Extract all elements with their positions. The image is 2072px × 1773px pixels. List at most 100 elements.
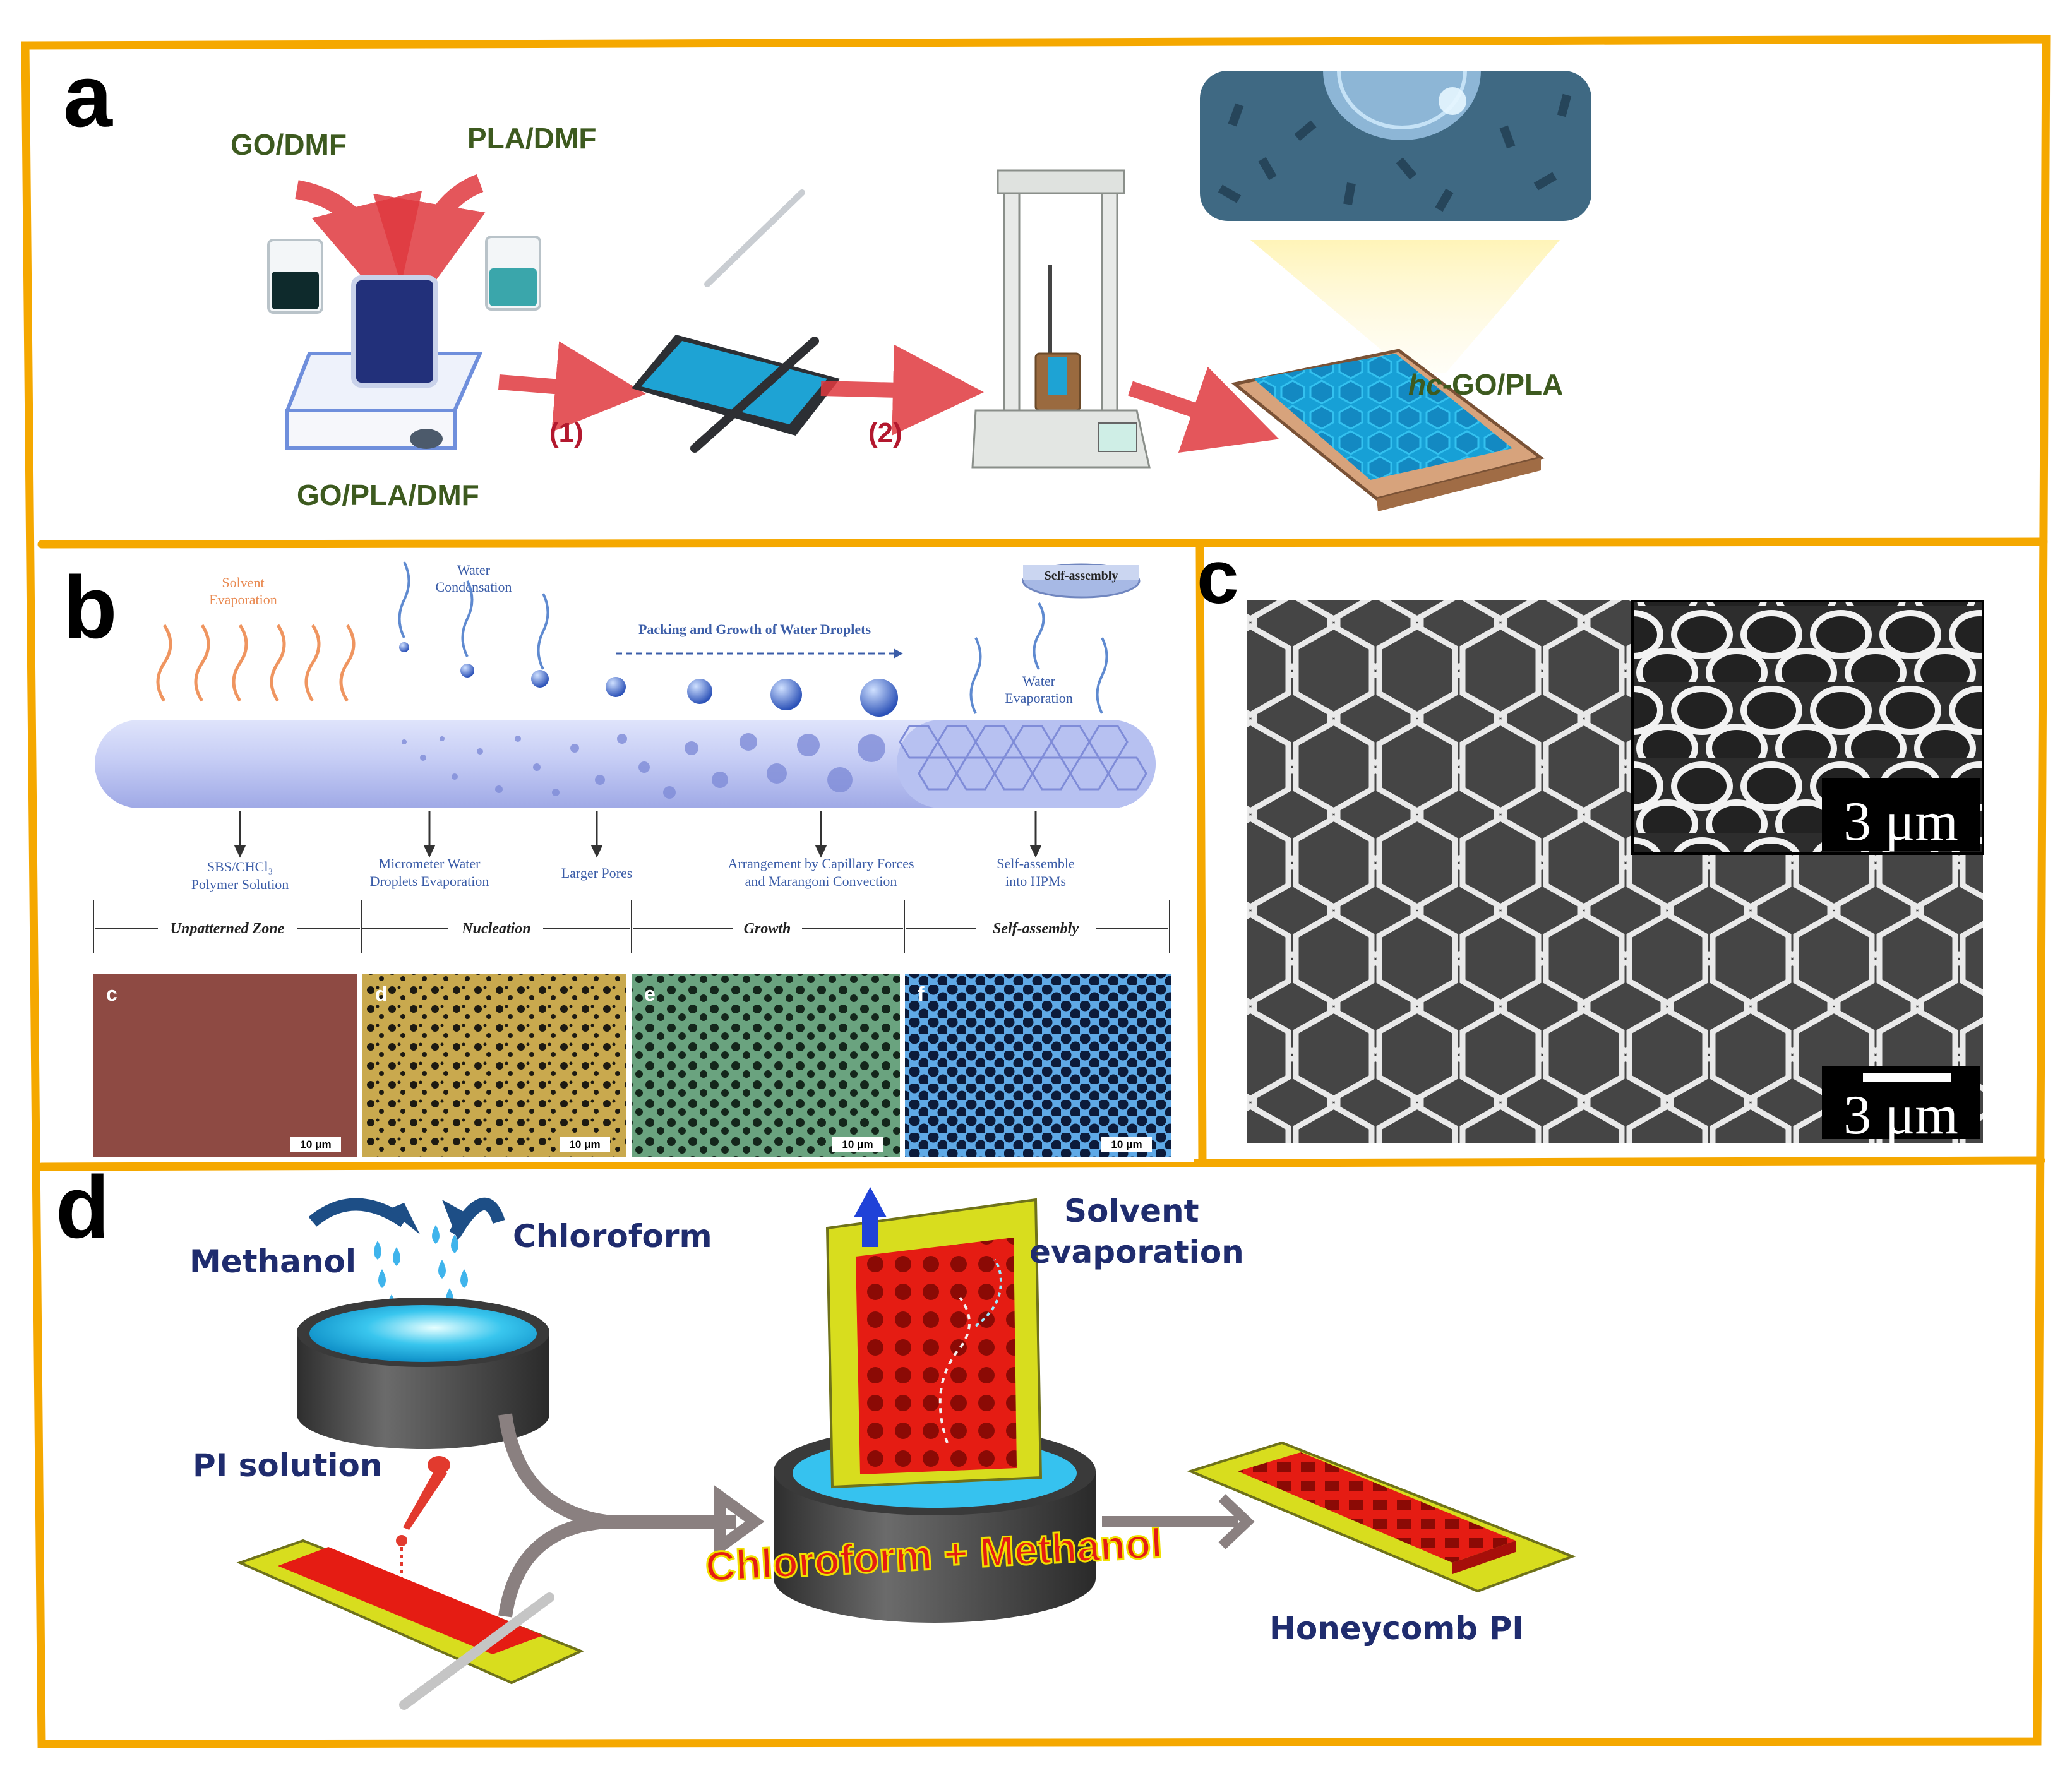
micrograph-c-scale: 10 μm	[300, 1138, 331, 1150]
zone-bar	[93, 900, 1170, 953]
droplet-1	[399, 642, 409, 652]
desc-4-line2: and Marangoni Convection	[745, 873, 897, 889]
desc-2-line2: Droplets Evaporation	[370, 873, 489, 889]
droplet-2	[460, 664, 474, 678]
figure-frame	[21, 35, 2051, 1748]
lifted-substrate	[825, 1198, 1043, 1489]
pla-dmf-label: PLA/DMF	[467, 122, 596, 155]
dip-coater	[971, 169, 1151, 469]
magnetic-stirrer	[284, 275, 483, 450]
pour-arrow-right	[373, 174, 486, 316]
droplet-3	[531, 670, 549, 688]
zone-nucleation: Nucleation	[461, 921, 530, 937]
water-cond-2: Condensation	[436, 579, 512, 595]
pipette	[396, 1456, 450, 1579]
go-dmf-label: GO/DMF	[231, 128, 347, 161]
droplet-6	[770, 679, 802, 710]
methanol-arrowhead	[388, 1203, 420, 1234]
pore-zoom-view	[1200, 70, 1591, 221]
water-evap-2: Evaporation	[1005, 690, 1073, 706]
inset-scale-label: 3 μm	[1843, 791, 1958, 852]
zone-unpatterned: Unpatterned Zone	[171, 921, 285, 937]
pi-solution-dish	[297, 1298, 549, 1449]
micrograph-d-scale: 10 μm	[569, 1138, 600, 1150]
self-assembly-top: Self-assembly	[1045, 569, 1118, 583]
go-dmf-beaker	[267, 239, 323, 314]
zone-growth: Growth	[744, 921, 791, 937]
panel-d-letter: d	[56, 1157, 110, 1257]
panel-c-letter: c	[1197, 535, 1239, 619]
desc-3-line1: Larger Pores	[561, 865, 633, 881]
condensation-wisps	[398, 561, 549, 670]
micrograph-f: f 10 μm	[905, 974, 1171, 1157]
self-assembly-dish	[1022, 563, 1141, 599]
honeycomb-pi-result	[1187, 1441, 1576, 1593]
methanol-arrow	[308, 1198, 408, 1227]
droplet-5	[687, 679, 712, 704]
micrograph-f-scale: 10 μm	[1111, 1138, 1142, 1150]
hc-suffix: -GO/PLA	[1442, 368, 1564, 401]
desc-1-line2: Polymer Solution	[191, 876, 289, 892]
micrograph-d: d 10 μm	[362, 974, 626, 1157]
solvent-evap-2: Evaporation	[209, 592, 277, 607]
water-evap-wisps	[969, 602, 1108, 714]
spin-substrate	[236, 1539, 585, 1710]
desc-5-line2: into HPMs	[1005, 873, 1066, 889]
step2-label: (2)	[868, 417, 902, 448]
pi-solution-label: PI solution	[193, 1447, 383, 1484]
micrograph-f-label: f	[918, 982, 925, 1005]
packing-label: Packing and Growth of Water Droplets	[638, 621, 871, 637]
micrograph-c: c 10 μm	[93, 974, 357, 1157]
step1-label: (1)	[549, 417, 584, 448]
hc-prefix: hc	[1408, 368, 1442, 401]
water-cond-1: Water	[457, 562, 491, 578]
step3-arrow	[1128, 366, 1279, 453]
main-scale-label: 3 μm	[1843, 1085, 1958, 1146]
solvent-evap-d-1: Solvent	[1064, 1193, 1199, 1229]
desc-4-line1: Arrangement by Capillary Forces	[728, 856, 914, 871]
film-tube	[95, 720, 1156, 808]
panel-d: d Methanol Chloroform PI solution	[56, 1157, 1576, 1710]
honeycomb-film-a	[1231, 349, 1545, 511]
inset-scale-box	[1822, 778, 1980, 851]
solvent-evap-d-2: evaporation	[1029, 1234, 1244, 1270]
micrograph-e: e 10 μm	[632, 974, 900, 1157]
go-pla-dmf-label: GO/PLA/DMF	[297, 479, 479, 511]
lift-arrowhead	[854, 1187, 887, 1217]
micrograph-d-label: d	[375, 982, 388, 1005]
panel-b: b Solvent Evaporation Water Condensation…	[63, 549, 1194, 1162]
main-scale-bar	[1863, 1073, 1951, 1082]
chloroform-label: Chloroform	[513, 1218, 712, 1255]
methanol-label: Methanol	[189, 1243, 356, 1280]
doctor-blade-plate	[632, 189, 840, 453]
water-evap-1: Water	[1022, 673, 1056, 689]
solvent-wisps	[156, 624, 356, 702]
micrograph-c-label: c	[106, 982, 117, 1005]
zone-self-assembly: Self-assembly	[993, 921, 1079, 937]
desc-1-line1: SBS/CHCl₃	[207, 859, 273, 875]
droplet-4	[606, 677, 626, 697]
packing-arrowhead	[894, 648, 903, 659]
desc-5-line1: Self-assemble	[997, 856, 1074, 871]
panel-c: c 3 μm 3 μm	[1197, 535, 1984, 1146]
panel-a-letter: a	[63, 46, 113, 145]
merge-arrow	[498, 1413, 736, 1618]
step1-arrow	[498, 341, 646, 433]
desc-2-line1: Micrometer Water	[379, 856, 481, 871]
panel-a: a GO/DMF PLA/DMF GO/PLA/DMF (1)	[63, 46, 1591, 511]
honeycomb-pi-label: Honeycomb PI	[1269, 1610, 1524, 1647]
desc-arrows	[234, 811, 1042, 858]
zoom-beam	[1250, 240, 1560, 373]
micrograph-e-label: e	[644, 982, 656, 1005]
pla-dmf-beaker	[485, 236, 541, 311]
micrograph-e-scale: 10 μm	[842, 1138, 873, 1150]
solvent-evap-1: Solvent	[222, 575, 264, 590]
hc-go-pla-label: hc-GO/PLA	[1408, 368, 1563, 401]
output-arrowhead	[1218, 1494, 1255, 1549]
chloroform-arrowhead	[442, 1200, 470, 1241]
step2-arrow	[820, 344, 984, 436]
merge-arrowhead	[714, 1485, 765, 1558]
droplet-7	[860, 679, 898, 717]
panel-b-letter: b	[63, 558, 117, 657]
